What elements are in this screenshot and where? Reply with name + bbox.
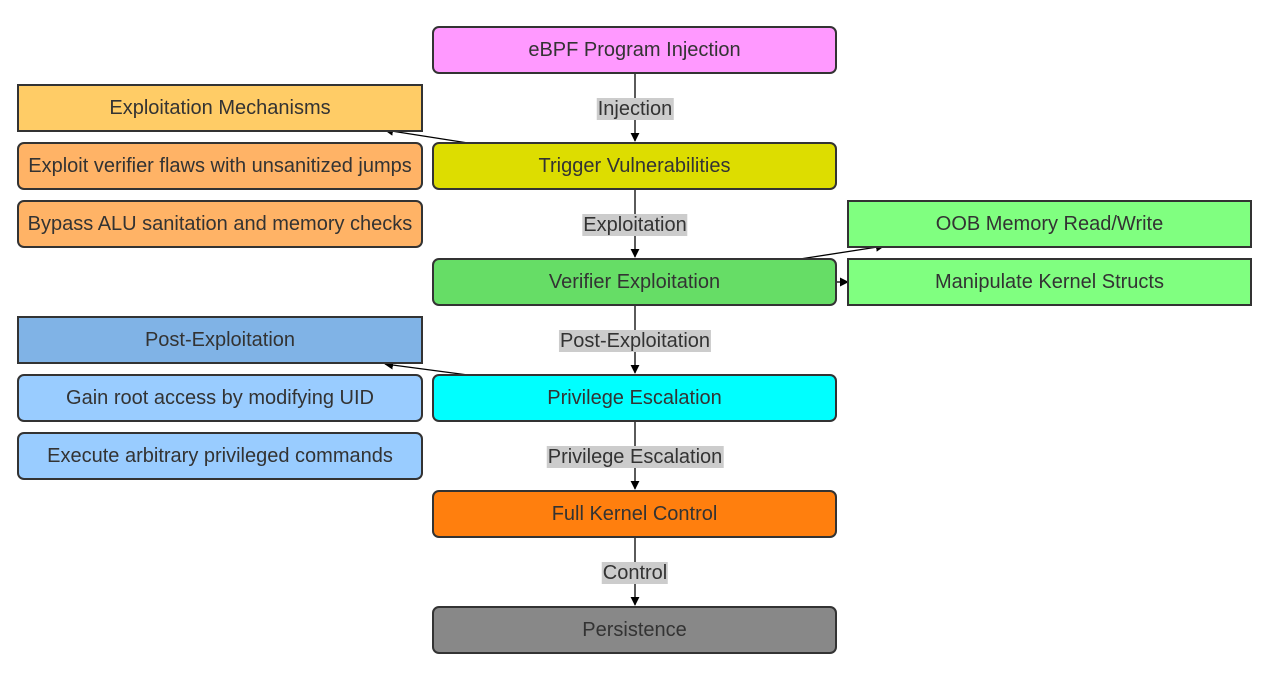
edge-label-exploitation: Exploitation bbox=[582, 214, 688, 236]
node-exploitation-mechanisms-label: Exploitation Mechanisms bbox=[109, 96, 331, 119]
node-privilege-escalation: Privilege Escalation bbox=[432, 374, 837, 422]
node-trigger-vulnerabilities: Trigger Vulnerabilities bbox=[432, 142, 837, 190]
node-exploit-verifier-flaws-label: Exploit verifier flaws with unsanitized … bbox=[28, 154, 412, 177]
node-privilege-escalation-label: Privilege Escalation bbox=[547, 386, 722, 409]
node-execute-commands-label: Execute arbitrary privileged commands bbox=[47, 444, 393, 467]
node-ebpf-injection-label: eBPF Program Injection bbox=[528, 38, 741, 61]
node-exploit-verifier-flaws: Exploit verifier flaws with unsanitized … bbox=[17, 142, 423, 190]
node-post-exploitation-label: Post-Exploitation bbox=[144, 328, 296, 351]
node-oob-memory-label: OOB Memory Read/Write bbox=[935, 212, 1164, 235]
node-execute-commands: Execute arbitrary privileged commands bbox=[17, 432, 423, 480]
node-manipulate-kernel-structs-label: Manipulate Kernel Structs bbox=[934, 270, 1164, 293]
node-persistence: Persistence bbox=[432, 606, 837, 654]
node-persistence-label: Persistence bbox=[582, 618, 687, 641]
node-bypass-alu-label: Bypass ALU sanitation and memory checks bbox=[27, 212, 413, 235]
node-full-kernel-control-label: Full Kernel Control bbox=[551, 502, 718, 525]
edge-trigger-to-exploit-mech bbox=[384, 126, 469, 144]
edge-label-injection: Injection bbox=[596, 98, 674, 120]
edge-label-privilege-escalation: Privilege Escalation bbox=[546, 446, 724, 468]
node-full-kernel-control: Full Kernel Control bbox=[432, 490, 837, 538]
edge-privesc-to-post-exploit bbox=[384, 360, 469, 376]
edge-label-control: Control bbox=[601, 562, 669, 584]
node-verifier-exploitation-label: Verifier Exploitation bbox=[548, 270, 721, 293]
node-ebpf-injection: eBPF Program Injection bbox=[432, 26, 837, 74]
node-verifier-exploitation: Verifier Exploitation bbox=[432, 258, 837, 306]
node-gain-root-access-label: Gain root access by modifying UID bbox=[66, 386, 374, 409]
edge-verifier-to-oob bbox=[799, 242, 885, 260]
node-manipulate-kernel-structs: Manipulate Kernel Structs bbox=[847, 258, 1252, 306]
node-trigger-vulnerabilities-label: Trigger Vulnerabilities bbox=[538, 154, 731, 177]
edge-label-post-exploitation: Post-Exploitation bbox=[558, 330, 712, 352]
node-exploitation-mechanisms: Exploitation Mechanisms bbox=[17, 84, 423, 132]
node-bypass-alu: Bypass ALU sanitation and memory checks bbox=[17, 200, 423, 248]
node-post-exploitation: Post-Exploitation bbox=[17, 316, 423, 364]
node-oob-memory: OOB Memory Read/Write bbox=[847, 200, 1252, 248]
node-gain-root-access: Gain root access by modifying UID bbox=[17, 374, 423, 422]
